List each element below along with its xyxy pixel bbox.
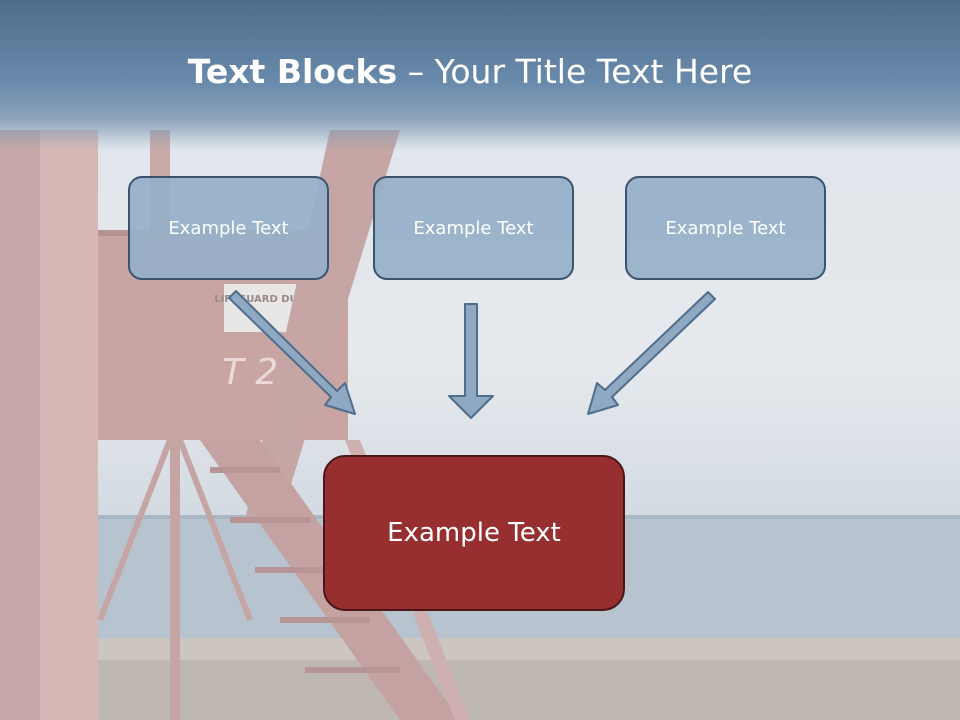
text-block-center[interactable]: Example Text (373, 176, 574, 280)
text-block-left[interactable]: Example Text (128, 176, 329, 280)
slide-title: Text Blocks – Your Title Text Here (0, 52, 940, 91)
tower-sign-text: LIFEGUARD DUTY (214, 294, 312, 305)
tower-number-text: T 2 (222, 352, 278, 393)
text-block-center-label: Example Text (413, 217, 534, 239)
main-text-block[interactable]: Example Text (323, 455, 625, 611)
arrow-right-diagonal (587, 291, 716, 415)
arrow-center-down (448, 303, 494, 419)
main-text-block-label: Example Text (387, 518, 561, 548)
text-block-left-label: Example Text (168, 217, 289, 239)
text-block-right[interactable]: Example Text (625, 176, 826, 280)
arrow-left-diagonal (228, 290, 356, 415)
title-bold: Text Blocks (187, 52, 398, 91)
header-band (0, 0, 960, 150)
text-block-right-label: Example Text (665, 217, 786, 239)
title-rest: – Your Title Text Here (397, 52, 753, 91)
